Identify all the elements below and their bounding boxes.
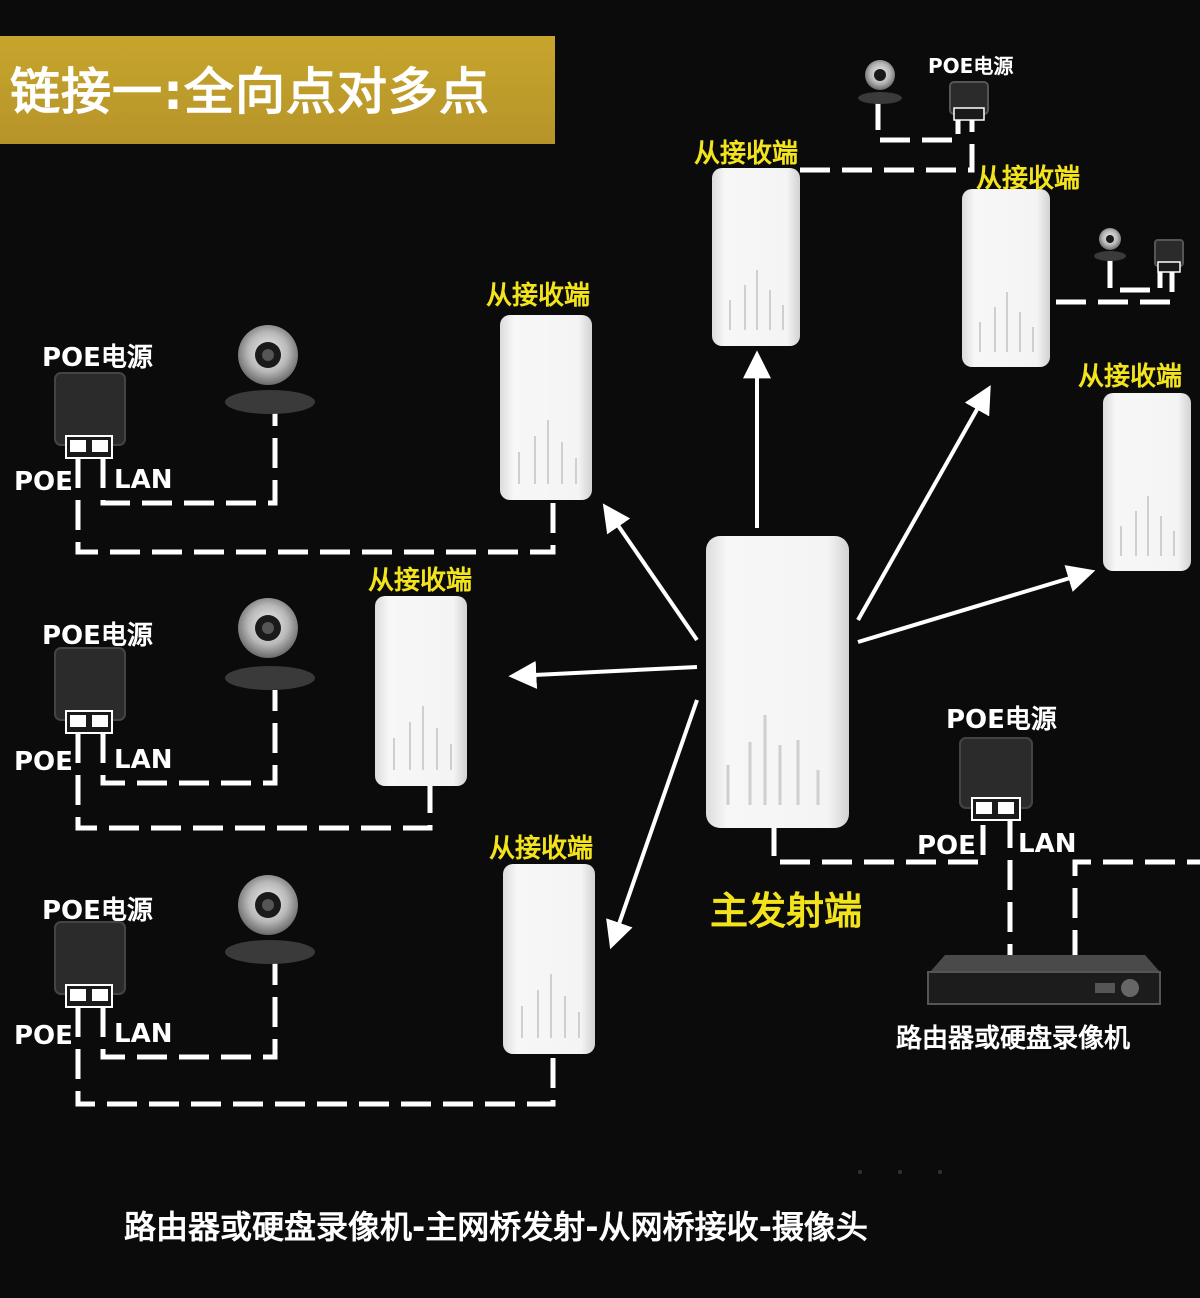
receiver-label-3: 从接收端: [1078, 362, 1183, 392]
lan-port-label-1: LAN: [114, 465, 173, 495]
main-transmitter-device: [706, 536, 849, 828]
poe-injector-2: [54, 647, 126, 734]
poe-power-label-2: POE电源: [42, 621, 153, 651]
poe-power-label-main: POE电源: [946, 705, 1057, 735]
nvr-device: [927, 955, 1161, 1005]
poe-injector-3: [54, 921, 126, 1008]
receiver-label-5: 从接收端: [368, 566, 473, 596]
receiver-cpe-6: [503, 864, 595, 1054]
poe-injector-main: [959, 737, 1033, 821]
arrow-up-right: [856, 385, 991, 621]
arrow-down-left: [606, 699, 699, 950]
poe-injector-top: [949, 81, 989, 121]
lan-port-label-main: LAN: [1018, 829, 1077, 859]
camera-top: [858, 60, 902, 104]
main-transmitter-label: 主发射端: [710, 889, 863, 933]
title-band: [0, 36, 555, 144]
receiver-cpe-1: [712, 168, 800, 346]
arrow-left: [508, 660, 698, 689]
camera-2: [225, 598, 315, 690]
poe-port-label-3: POE: [14, 1021, 73, 1051]
poe-port-label-2: POE: [14, 747, 73, 777]
poe-port-label-1: POE: [14, 467, 73, 497]
decorative-dots: [858, 1170, 942, 1174]
poe-power-label-1: POE电源: [42, 343, 153, 373]
receiver-cpe-5: [375, 596, 467, 786]
arrow-right: [857, 565, 1096, 644]
receiver-label-4: 从接收端: [486, 281, 591, 311]
camera-small: [1094, 228, 1126, 261]
poe-power-label-top: POE电源: [928, 54, 1014, 78]
receiver-cpe-2: [962, 189, 1050, 367]
lan-port-label-2: LAN: [114, 745, 173, 775]
camera-1: [225, 325, 315, 414]
cables: [75, 100, 1200, 1107]
poe-power-label-3: POE电源: [42, 896, 153, 926]
lan-port-label-3: LAN: [114, 1019, 173, 1049]
receiver-cpe-4: [500, 315, 592, 500]
receiver-label-2: 从接收端: [976, 164, 1081, 194]
receiver-label-6: 从接收端: [489, 834, 594, 864]
poe-port-label-main: POE: [917, 831, 976, 861]
camera-3: [225, 875, 315, 964]
receiver-cpe-3: [1103, 393, 1191, 571]
signal-arrows: [508, 350, 1096, 950]
router-nvr-label: 路由器或硬盘录像机: [896, 1024, 1131, 1054]
bottom-caption: 路由器或硬盘录像机-主网桥发射-从网桥接收-摄像头: [124, 1208, 868, 1246]
page-title: 链接一:全向点对多点: [10, 63, 490, 121]
arrow-up-left: [602, 503, 699, 642]
receiver-label-1: 从接收端: [694, 139, 799, 169]
poe-injector-1: [54, 372, 126, 459]
poe-injector-small: [1154, 239, 1184, 273]
